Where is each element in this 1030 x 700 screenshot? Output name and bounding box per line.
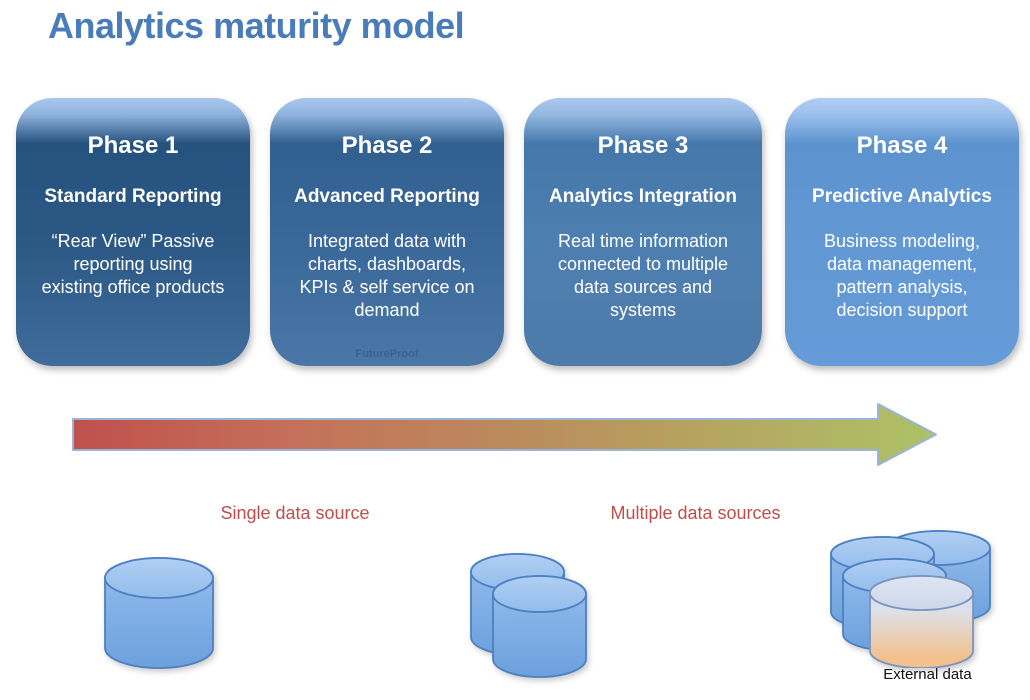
phase-name: Phase 3 <box>597 132 689 159</box>
phase-name: Phase 4 <box>856 132 948 159</box>
page-title: Analytics maturity model <box>48 5 465 46</box>
database-cylinder-icon <box>104 557 214 669</box>
futureproof-watermark: FutureProof <box>355 348 419 360</box>
database-cluster-4-icon <box>830 530 991 668</box>
phase-description: “Rear View” Passive reporting using exis… <box>41 231 225 298</box>
phase-subtitle: Analytics Integration <box>549 186 737 207</box>
phase-subtitle: Predictive Analytics <box>812 186 992 207</box>
label-single-data-source: Single data source <box>220 503 370 523</box>
phase-description: Integrated data with charts, dashboards,… <box>299 231 475 321</box>
external-data-cylinder-icon <box>869 575 974 668</box>
phase-box-2: Phase 2 Advanced Reporting Integrated da… <box>270 98 504 366</box>
phase-box-4: Phase 4 Predictive Analytics Business mo… <box>785 98 1019 366</box>
phase-box-3: Phase 3 Analytics Integration Real time … <box>524 98 762 366</box>
phase-description: Real time information connected to multi… <box>557 231 729 321</box>
phase-subtitle: Advanced Reporting <box>294 186 480 207</box>
phase-subtitle: Standard Reporting <box>44 186 222 207</box>
phase-description: Business modeling, data management, patt… <box>823 231 981 321</box>
phase-box-1: Phase 1 Standard Reporting “Rear View” P… <box>16 98 250 366</box>
maturity-gradient-arrow-icon <box>72 403 937 466</box>
phase-name: Phase 2 <box>341 132 433 159</box>
external-data-label: External data <box>883 666 972 683</box>
label-multiple-data-sources: Multiple data sources <box>610 503 781 523</box>
database-cluster-2-icon <box>470 553 587 678</box>
phase-name: Phase 1 <box>87 132 179 159</box>
